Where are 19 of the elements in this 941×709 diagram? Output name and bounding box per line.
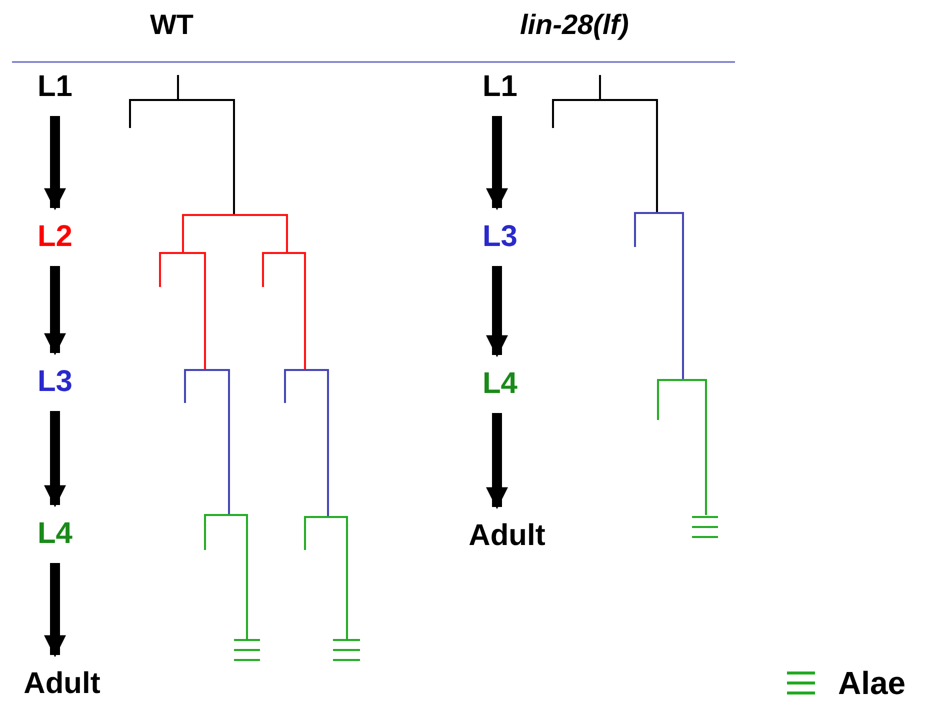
stage-label: L1	[470, 70, 530, 104]
stage-label: L1	[25, 70, 85, 104]
arrow	[44, 411, 66, 508]
arrow	[44, 563, 66, 658]
stage-label: L2	[25, 220, 85, 254]
arrow	[44, 266, 66, 356]
legend-label: Alae	[838, 666, 906, 700]
stage-label: L4	[25, 517, 85, 551]
stage-label: Adult	[12, 667, 112, 701]
column-heading: lin-28(lf)	[520, 8, 629, 42]
stage-label: L3	[25, 365, 85, 399]
stage-label: L3	[470, 220, 530, 254]
arrow	[44, 116, 66, 210]
arrow	[486, 413, 508, 510]
arrow	[486, 266, 508, 358]
stage-label: L4	[470, 367, 530, 401]
arrow	[486, 116, 508, 210]
stage-label: Adult	[457, 519, 557, 553]
column-heading: WT	[150, 8, 194, 42]
